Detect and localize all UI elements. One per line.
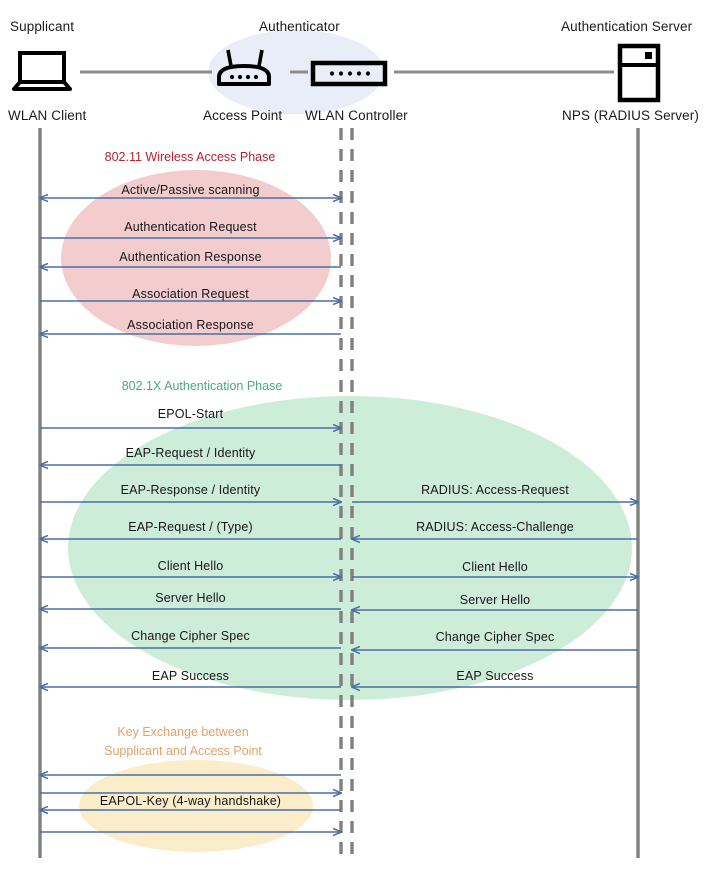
phase-ellipse-wireless-access [61, 170, 331, 346]
phase-ellipse-dot1x-auth [68, 396, 632, 700]
column-device-wlan-controller: WLAN Controller [305, 108, 408, 123]
column-device-nps-radius-server: NPS (RADIUS Server) [562, 108, 699, 123]
laptop-icon [12, 51, 72, 91]
message-label: EPOL-Start [157, 407, 224, 421]
phase-title-line: 802.1X Authentication Phase [121, 379, 283, 393]
column-device-wlan-client: WLAN Client [8, 108, 87, 123]
message-label: EAP Success [151, 669, 230, 683]
message-label: Client Hello [157, 559, 224, 573]
phase-title-line: Supplicant and Access Point [104, 744, 262, 758]
message-label: Authentication Response [119, 250, 262, 264]
column-role-supplicant: Supplicant [10, 19, 75, 34]
message-label: Association Response [127, 318, 254, 332]
message-label: EAP-Response / Identity [120, 483, 261, 497]
message-label: RADIUS: Access-Challenge [416, 520, 574, 534]
message-label: EAP-Request / Identity [125, 446, 256, 460]
message-label: EAP Success [456, 669, 534, 683]
server-icon [617, 43, 661, 103]
phase-title-wireless-access: 802.11 Wireless Access Phase [105, 148, 276, 167]
wlan-controller-icon [310, 60, 388, 87]
message-label: Change Cipher Spec [435, 630, 555, 644]
column-role-authenticator: Authenticator [259, 19, 340, 34]
message-arrows [40, 198, 638, 832]
phase-ellipses [61, 170, 632, 852]
message-label: Client Hello [462, 560, 528, 574]
message-label: Authentication Request [124, 220, 257, 234]
message-label: Association Request [132, 287, 249, 301]
lifelines [38, 128, 640, 858]
column-device-access-point: Access Point [203, 108, 283, 123]
wireless-router-icon [217, 49, 271, 86]
column-role-authentication-server: Authentication Server [561, 19, 693, 34]
phase-title-dot1x-auth: 802.1X Authentication Phase [122, 377, 283, 396]
message-label: RADIUS: Access-Request [421, 483, 569, 497]
message-label: Server Hello [459, 593, 531, 607]
message-label: Change Cipher Spec [131, 629, 250, 643]
phase-title-line: Key Exchange between [117, 725, 249, 739]
phase-ellipse-key-exchange [79, 760, 313, 852]
message-label: EAP-Request / (Type) [128, 520, 253, 534]
phase-title-line: 802.11 Wireless Access Phase [104, 150, 276, 164]
message-label: EAPOL-Key (4-way handshake) [99, 794, 282, 808]
message-label: Active/Passive scanning [121, 183, 260, 197]
message-label: Server Hello [155, 591, 226, 605]
